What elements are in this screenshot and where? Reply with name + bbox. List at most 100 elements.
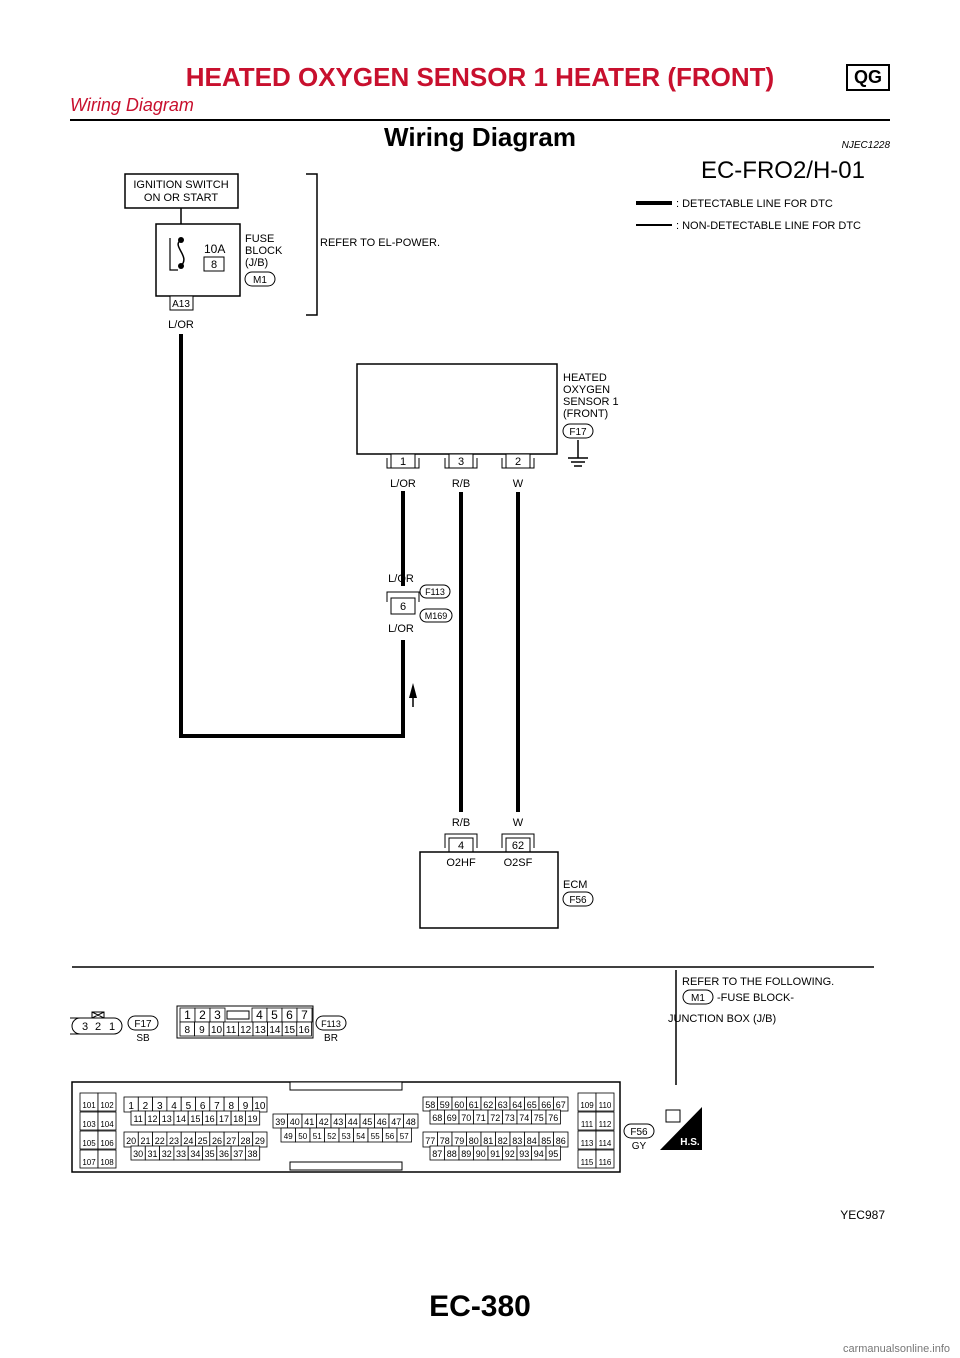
pin-label: 6 [286,1008,293,1022]
pin-label: 109 [580,1101,594,1110]
pin-label: 1 [184,1008,191,1022]
pin-cell [595,1130,615,1150]
joint-conn-f113-label: F113 [425,587,445,597]
refer-power: REFER TO EL-POWER. [320,237,440,249]
pin-label: 53 [342,1132,351,1141]
pin-label: 20 [126,1136,136,1146]
pin-label: 103 [82,1120,96,1129]
pin-label: 33 [176,1149,186,1159]
pin-label: 95 [548,1149,558,1159]
ignition-label-2: ON OR START [144,192,218,204]
image-code: YEC987 [840,1208,885,1222]
sensor-label-1: HEATED [563,372,607,384]
pin-cell [97,1130,117,1150]
pin-label: 60 [454,1100,464,1110]
pin-label: 14 [176,1114,186,1124]
pin-label: 5 [186,1101,192,1112]
pin-label: 69 [447,1113,457,1123]
pin-label: 105 [82,1139,96,1148]
pin-label: 112 [599,1120,612,1129]
pin-label: 67 [556,1100,566,1110]
pin-cell [595,1092,615,1112]
pin-label: 16 [299,1025,311,1036]
f56-conn-badge-label: F56 [630,1127,648,1138]
pin-label: 34 [190,1149,200,1159]
f113-color: BR [324,1033,338,1044]
fuse-label-3: (J/B) [245,257,268,269]
pin-label: 8 [228,1101,234,1112]
pin-label: 76 [548,1113,558,1123]
pin-label: 106 [100,1139,114,1148]
pin-label: 16 [205,1114,215,1124]
pin-label: 50 [298,1132,307,1141]
pin-label: 65 [527,1100,537,1110]
fuse-block-box [155,223,241,297]
pin-label: 1 [128,1101,134,1112]
sensor-box [356,363,558,455]
pin-label: 5 [271,1008,278,1022]
pin-label: 9 [199,1025,205,1036]
pin-cell [296,1021,312,1037]
ground-icon [568,440,588,467]
section-title: Wiring Diagram [384,122,576,152]
pin-label: 92 [505,1149,515,1159]
f113-conn-badge [315,1015,347,1031]
pin-label: 25 [198,1136,208,1146]
pin-label: 46 [377,1117,387,1127]
pin-label: 62 [483,1100,493,1110]
sensor-pin-brackets [386,458,535,469]
sensor-label-2: OXYGEN [563,384,610,396]
pin-label: 48 [406,1117,416,1127]
pin-label: 49 [284,1132,293,1141]
pin-label: 19 [248,1114,258,1124]
wire-w-label-ecm: W [513,817,524,829]
pin-label: 3 [157,1101,163,1112]
refer-following-desc-2: JUNCTION BOX (J/B) [668,1013,776,1025]
refer-conn-m1 [682,989,714,1005]
section-badge: QG [845,64,890,91]
refer-following-title: REFER TO THE FOLLOWING. [682,976,834,988]
f56-conn-badge [623,1123,655,1139]
pin-label: 38 [248,1149,258,1159]
hs-icon [660,1107,702,1150]
pin-label: 116 [599,1158,612,1167]
pin-label: 52 [327,1132,336,1141]
sensor-conn-f17-label: F17 [569,427,587,438]
pin-label: 45 [362,1117,372,1127]
sensor-pin-1-label: 1 [400,456,406,468]
pin-label: 4 [171,1101,177,1112]
ecm-pin-62-label: 62 [512,840,524,852]
pin-label: 115 [581,1158,594,1167]
pin-label: 10 [254,1101,266,1112]
pin-label: 102 [100,1101,114,1110]
pin-label: 39 [275,1117,285,1127]
joint-pin-6-label: 6 [400,601,406,613]
pin-label: 2 [199,1008,206,1022]
pin-cell [97,1149,117,1169]
pin-label: 32 [162,1149,172,1159]
joint-conn-m169-label: M169 [425,611,448,621]
pin-label: 90 [476,1149,486,1159]
pin-label: 3 [214,1008,221,1022]
f17-pin-b: 2 [95,1021,101,1033]
pin-label: 71 [476,1113,486,1123]
pin-label: 86 [556,1136,566,1146]
header-title: HEATED OXYGEN SENSOR 1 HEATER (FRONT) [185,62,775,92]
pin-label: 75 [534,1113,544,1123]
pin-label: 84 [527,1136,537,1146]
f17-conn-badge-label: F17 [134,1019,152,1030]
ecm-conn-f56-label: F56 [569,895,587,906]
pin-label: 47 [391,1117,401,1127]
ecm-pin-brackets [444,833,535,848]
pin-label: 43 [333,1117,343,1127]
joint-conn-m169 [419,608,453,623]
pin-label: 63 [498,1100,508,1110]
pin-label: 41 [304,1117,314,1127]
pin-label: 59 [440,1100,450,1110]
refer-bracket [306,173,318,316]
section-id: NJEC1228 [841,140,890,151]
refer-conn-m1-label: M1 [691,993,705,1004]
pin-label: 80 [469,1136,479,1146]
fuse-frame [169,238,178,271]
